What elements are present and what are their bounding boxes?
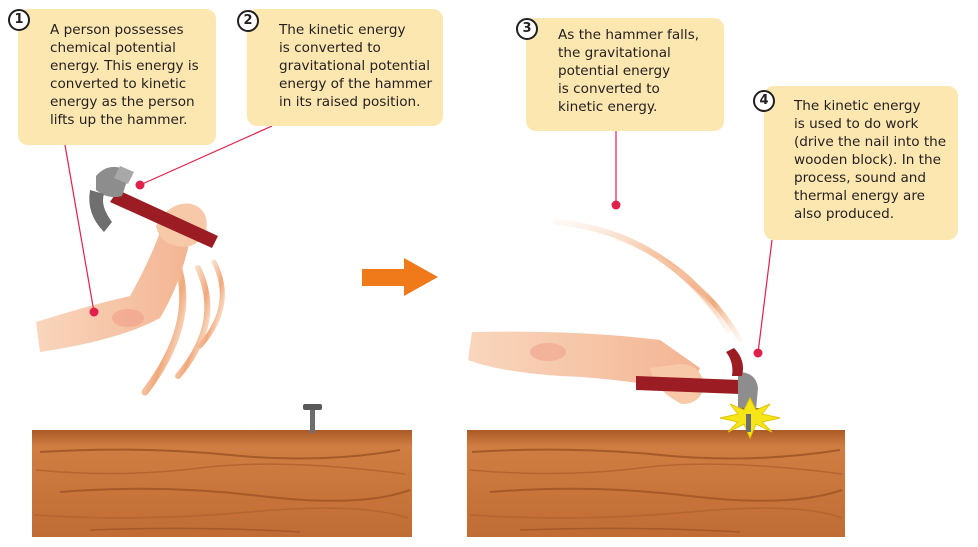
callout-1-text: A person possesses chemical potential en… — [50, 22, 199, 128]
callout-4-text: The kinetic energy is used to do work (d… — [794, 98, 947, 222]
leader-line-4 — [753, 239, 773, 358]
callout-3-text: As the hammer falls, the gravitational p… — [558, 27, 700, 115]
callout-2: The kinetic energy is converted to gravi… — [247, 9, 443, 126]
impact-spark-icon — [719, 396, 781, 440]
callout-4-number-badge: 4 — [753, 90, 775, 112]
transition-arrow-icon — [362, 258, 438, 296]
callout-3-number-badge: 3 — [516, 18, 538, 40]
motion-streaks-right — [553, 219, 743, 343]
callout-1: A person possesses chemical potential en… — [18, 9, 216, 145]
callout-2-text: The kinetic energy is converted to gravi… — [279, 22, 433, 110]
person-arm-striking — [468, 331, 704, 404]
wooden-block-left — [32, 430, 412, 537]
hammer-raised — [89, 166, 218, 248]
leader-line-3 — [611, 131, 621, 210]
callout-3: As the hammer falls, the gravitational p… — [526, 18, 724, 131]
nail-icon — [303, 404, 322, 433]
callout-2-number-badge: 2 — [237, 10, 259, 32]
callout-1-number-badge: 1 — [8, 9, 30, 31]
leader-line-1 — [64, 144, 99, 317]
callout-4: The kinetic energy is used to do work (d… — [764, 86, 958, 240]
leader-line-2 — [135, 125, 273, 190]
wooden-block-right — [467, 430, 845, 537]
